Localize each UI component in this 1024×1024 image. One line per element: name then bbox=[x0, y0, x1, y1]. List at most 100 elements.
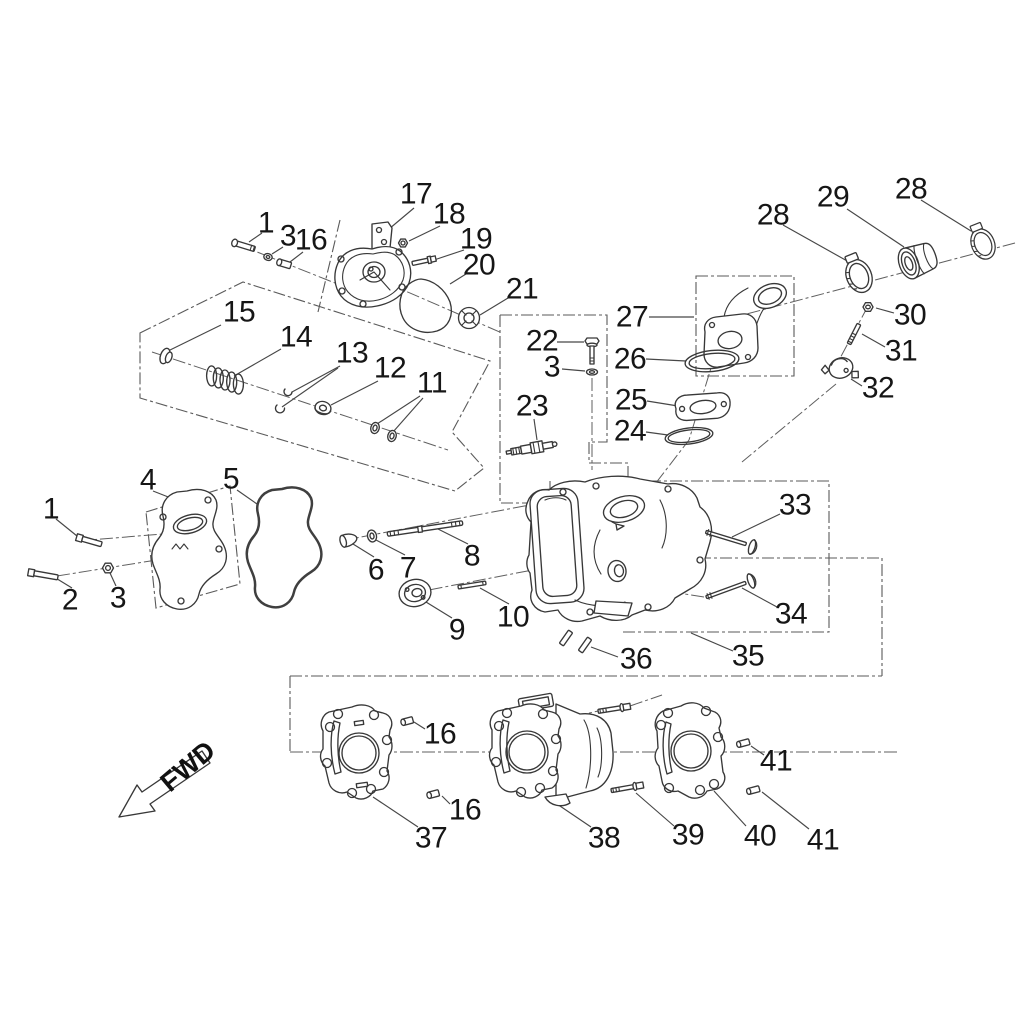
valve-train-axis bbox=[151, 351, 449, 451]
pump-sleeve bbox=[276, 258, 293, 270]
callout-24: 24 bbox=[614, 415, 646, 448]
callout-3l: 3 bbox=[110, 582, 126, 615]
callout-5: 5 bbox=[223, 463, 239, 496]
callout-2: 2 bbox=[62, 584, 78, 617]
callout-18: 18 bbox=[433, 198, 465, 231]
callout-37: 37 bbox=[415, 822, 447, 855]
cover-bolt-2 bbox=[26, 568, 59, 581]
callout-39: 39 bbox=[672, 819, 704, 852]
part32-axis bbox=[741, 383, 837, 463]
stud-washer bbox=[366, 529, 378, 543]
leader-line-1l bbox=[55, 518, 78, 537]
leader-line-14 bbox=[233, 348, 282, 377]
callout-12: 12 bbox=[374, 352, 406, 385]
callout-33: 33 bbox=[779, 489, 811, 522]
pump-nut bbox=[397, 238, 409, 248]
o-ring-24 bbox=[664, 426, 714, 446]
o-ring-26 bbox=[684, 349, 740, 373]
callout-28a: 28 bbox=[757, 199, 789, 232]
callout-7: 7 bbox=[400, 552, 416, 585]
leader-line-34 bbox=[741, 587, 778, 608]
callout-36: 36 bbox=[620, 643, 652, 676]
leader-line-12 bbox=[330, 380, 379, 406]
callout-16b: 16 bbox=[449, 794, 481, 827]
callout-32: 32 bbox=[862, 372, 894, 405]
valve-cover bbox=[151, 488, 227, 611]
leader-line-18 bbox=[408, 225, 441, 242]
valve-group-box bbox=[139, 281, 491, 492]
bearing bbox=[398, 578, 432, 608]
leader-line-24 bbox=[645, 431, 669, 436]
callout-1l: 1 bbox=[43, 493, 59, 526]
cylinder-head bbox=[525, 475, 713, 623]
leader-line-16b bbox=[441, 795, 451, 805]
flange-nut-30 bbox=[862, 302, 874, 312]
leader-line-16t bbox=[289, 251, 304, 263]
valve-cover-gasket bbox=[245, 486, 323, 609]
callout-41t: 41 bbox=[760, 745, 792, 778]
callout-13: 13 bbox=[336, 337, 368, 370]
callout-21: 21 bbox=[506, 273, 538, 306]
water-pump-cover bbox=[334, 221, 412, 308]
leader-line-15 bbox=[167, 324, 222, 352]
leader-line-13 bbox=[291, 365, 341, 393]
leader-line-19 bbox=[433, 249, 465, 261]
pump-cover-gasket bbox=[399, 278, 453, 334]
head-gasket-sleeves bbox=[400, 716, 441, 800]
intake-boot bbox=[897, 242, 938, 280]
long-stud bbox=[386, 520, 464, 537]
pump-cover-bolt bbox=[411, 255, 437, 266]
head-bolt-upper bbox=[597, 702, 632, 714]
cover-bolt-1 bbox=[74, 533, 103, 548]
callout-9: 9 bbox=[449, 614, 465, 647]
leader-line-39 bbox=[635, 792, 675, 827]
leader-lines bbox=[53, 199, 972, 830]
leader-line-33 bbox=[731, 513, 781, 538]
valve-stem-seals bbox=[370, 421, 397, 443]
callout-19: 19 bbox=[460, 223, 492, 256]
hose-clamp-right bbox=[969, 221, 996, 260]
callout-16m: 16 bbox=[424, 718, 456, 751]
valve-spring bbox=[205, 365, 245, 395]
leader-line-32 bbox=[850, 378, 863, 387]
callout-34: 34 bbox=[775, 598, 807, 631]
plug-bolt-washer bbox=[585, 368, 599, 376]
callout-26: 26 bbox=[614, 343, 646, 376]
leader-line-28b bbox=[920, 199, 972, 232]
pump-boundary-segment bbox=[317, 219, 341, 313]
callout-30: 30 bbox=[894, 299, 926, 332]
dowel-pins-36 bbox=[559, 629, 592, 654]
fitting-32 bbox=[820, 357, 860, 379]
leader-line-26 bbox=[645, 358, 687, 362]
callout-28b: 28 bbox=[895, 173, 927, 206]
flange-ring-axis bbox=[641, 331, 723, 502]
leader-line-1t bbox=[248, 232, 263, 243]
cap-nut bbox=[339, 533, 358, 548]
callout-40: 40 bbox=[744, 820, 776, 853]
callout-15: 15 bbox=[223, 296, 255, 329]
callout-17: 17 bbox=[400, 178, 432, 211]
leader-line-17 bbox=[388, 207, 415, 230]
leader-line-41b bbox=[761, 791, 810, 830]
cylinder-block bbox=[488, 692, 614, 807]
pump-bolt-axis bbox=[236, 243, 346, 288]
intake-valve bbox=[705, 529, 758, 555]
leader-line-9 bbox=[425, 601, 453, 619]
callout-20: 20 bbox=[463, 249, 495, 282]
callout-1t: 1 bbox=[258, 207, 274, 240]
callout-31: 31 bbox=[885, 335, 917, 368]
plug-cover-bolt bbox=[584, 337, 600, 365]
leader-line-11 bbox=[392, 397, 424, 433]
base-gasket bbox=[654, 702, 726, 799]
callout-29: 29 bbox=[817, 181, 849, 214]
leader-line-3l bbox=[109, 572, 117, 587]
intake-pipe-box bbox=[695, 275, 795, 377]
callout-6: 6 bbox=[368, 554, 384, 587]
callout-4: 4 bbox=[140, 464, 156, 497]
valve-keepers bbox=[274, 388, 293, 414]
leader-line-10 bbox=[479, 587, 510, 605]
cylinder-group-box bbox=[289, 675, 882, 753]
callout-27: 27 bbox=[616, 301, 648, 334]
